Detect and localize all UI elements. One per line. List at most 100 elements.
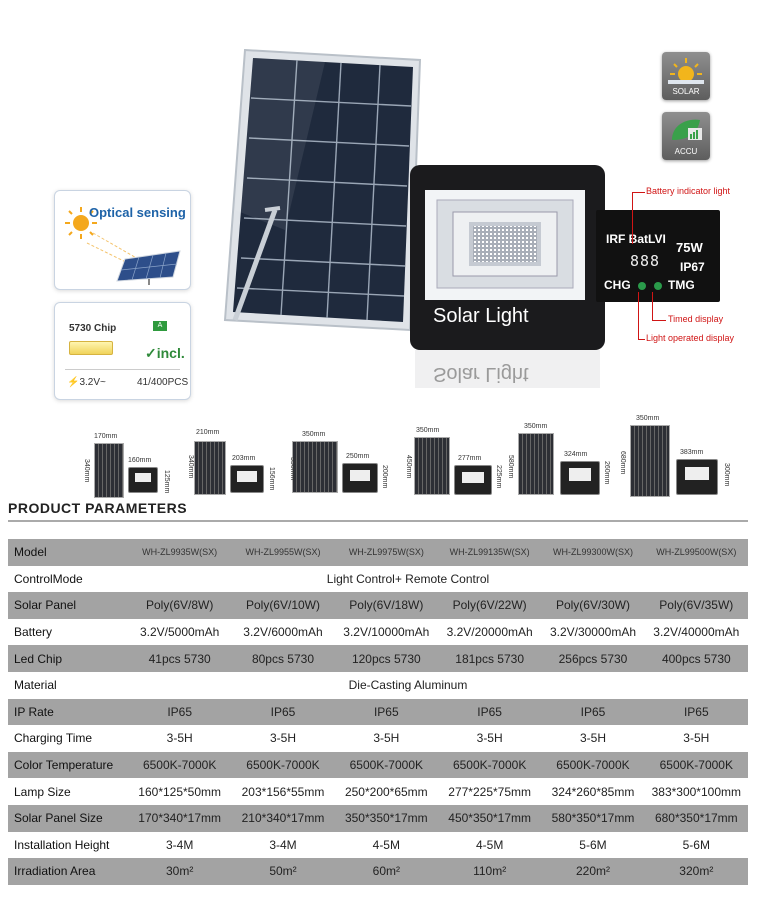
- section-title: PRODUCT PARAMETERS: [8, 500, 188, 516]
- table-cell: 50m²: [269, 864, 297, 879]
- lamp-height-dim: 125mm: [163, 470, 170, 494]
- optical-sensing-card: Optical sensing: [54, 190, 191, 290]
- table-cell: 220m²: [575, 864, 610, 879]
- table-cell: Poly(6V/8W): [145, 598, 214, 613]
- table-cell: 3-5H: [476, 731, 503, 746]
- sun-icon: [65, 207, 97, 239]
- hero-section: Solar Light Solar Light IRF BatLVI 75W 8…: [0, 0, 777, 400]
- table-cell: IP65: [683, 704, 709, 719]
- checkmark-icon: ✓incl.: [145, 345, 185, 361]
- table-cell: 324*260*85mm: [551, 784, 635, 799]
- mini-panel: [518, 433, 554, 495]
- lamp-width-dim: 383mm: [680, 449, 704, 456]
- table-cell: 60m²: [372, 864, 400, 879]
- table-cell: 350*350*17mm: [344, 811, 428, 826]
- led-chip-icon: [69, 341, 113, 355]
- table-cell: 580*350*17mm: [551, 811, 635, 826]
- lamp-width-dim: 203mm: [232, 455, 256, 462]
- row-label: Solar Panel Size: [14, 811, 103, 826]
- model-size-strip: 170mm 340mm 160mm 125mm 210mm 340mm 203m…: [70, 415, 750, 500]
- solar-panel-image: [223, 48, 422, 332]
- mini-panel: [630, 425, 670, 497]
- table-cell: 5-6M: [579, 837, 607, 852]
- table-cell: 3.2V/30000mAh: [549, 625, 636, 640]
- mini-panel: [414, 437, 450, 495]
- table-cell: 41pcs 5730: [148, 651, 211, 666]
- optical-card-title: Optical sensing: [89, 205, 186, 220]
- panel-height-dim: 580mm: [507, 455, 514, 479]
- row-label: Battery: [14, 625, 53, 640]
- tmg-label: TMG: [668, 278, 695, 292]
- table-cell: 3-4M: [269, 837, 297, 852]
- mini-lamp: [128, 467, 158, 493]
- annotation-leader: [638, 339, 645, 340]
- table-cell: WH-ZL9975W(SX): [348, 547, 424, 558]
- panel-width-dim: 350mm: [416, 427, 440, 434]
- chip-grade-badge: A: [153, 321, 167, 331]
- lamp-reflection-text: Solar Light: [433, 363, 529, 385]
- table-cell: IP65: [270, 704, 296, 719]
- table-cell: WH-ZL99300W(SX): [552, 547, 633, 558]
- mini-lamp: [454, 465, 492, 495]
- table-cell: 4-5M: [475, 837, 504, 852]
- row-label: Lamp Size: [14, 784, 71, 799]
- solar-icon: SOLAR: [662, 52, 710, 100]
- table-cell: 3-5H: [683, 731, 710, 746]
- lamp-width-dim: 160mm: [128, 457, 152, 464]
- accu-icon-label: ACCU: [674, 147, 698, 156]
- table-cell: 3.2V/40000mAh: [653, 625, 740, 640]
- lamp-width-dim: 250mm: [346, 453, 370, 460]
- digit-readout: 888: [630, 252, 661, 270]
- table-cell: 3.2V/10000mAh: [343, 625, 430, 640]
- panel-width-dim: 210mm: [196, 429, 220, 436]
- panel-height-dim: 340mm: [187, 455, 194, 479]
- led-chip-card: 5730 Chip A ✓incl. ⚡3.2V~ 41/400PCS: [54, 302, 191, 400]
- mini-lamp: [342, 463, 378, 493]
- panel-height-dim: 450mm: [405, 455, 412, 479]
- annotation-leader: [632, 192, 633, 244]
- row-label: Led Chip: [14, 651, 63, 666]
- irf-bat-label: IRF BatLVI: [606, 232, 666, 246]
- voltage-value: 3.2V~: [79, 377, 106, 388]
- table-cell: 3.2V/6000mAh: [243, 625, 323, 640]
- table-cell: 3-5H: [579, 731, 606, 746]
- mini-panel: [194, 441, 226, 495]
- panel-width-dim: 170mm: [94, 433, 118, 440]
- table-cell: WH-ZL99500W(SX): [656, 547, 737, 558]
- table-cell: 6500K-7000K: [659, 758, 733, 773]
- table-cell: WH-ZL9955W(SX): [245, 547, 321, 558]
- row-label: IP Rate: [14, 704, 54, 719]
- table-cell: 170*340*17mm: [138, 811, 222, 826]
- panel-height-dim: 350mm: [289, 457, 296, 481]
- mini-lamp: [676, 459, 718, 495]
- indicator-led: [654, 282, 662, 290]
- table-cell: Poly(6V/18W): [349, 598, 424, 613]
- table-cell: 3-5H: [373, 731, 400, 746]
- lightning-icon: ⚡: [67, 377, 80, 388]
- table-cell: 680*350*17mm: [654, 811, 738, 826]
- section-divider: [8, 520, 748, 522]
- table-cell: 6500K-7000K: [452, 758, 527, 773]
- panel-height-dim: 680mm: [619, 451, 626, 475]
- chg-label: CHG: [604, 278, 631, 292]
- row-label: Installation Height: [14, 837, 110, 852]
- table-cell: WH-ZL99135W(SX): [449, 547, 530, 558]
- lamp-height-dim: 300mm: [723, 463, 730, 487]
- mini-lamp: [230, 465, 264, 493]
- mini-solar-panel-icon: [86, 232, 181, 285]
- table-cell: 256pcs 5730: [558, 651, 628, 666]
- table-cell: 3-5H: [269, 731, 296, 746]
- table-cell: 80pcs 5730: [251, 651, 315, 666]
- watt-label: 75W: [676, 240, 703, 255]
- row-label: Color Temperature: [14, 758, 114, 773]
- row-label: Charging Time: [14, 731, 93, 746]
